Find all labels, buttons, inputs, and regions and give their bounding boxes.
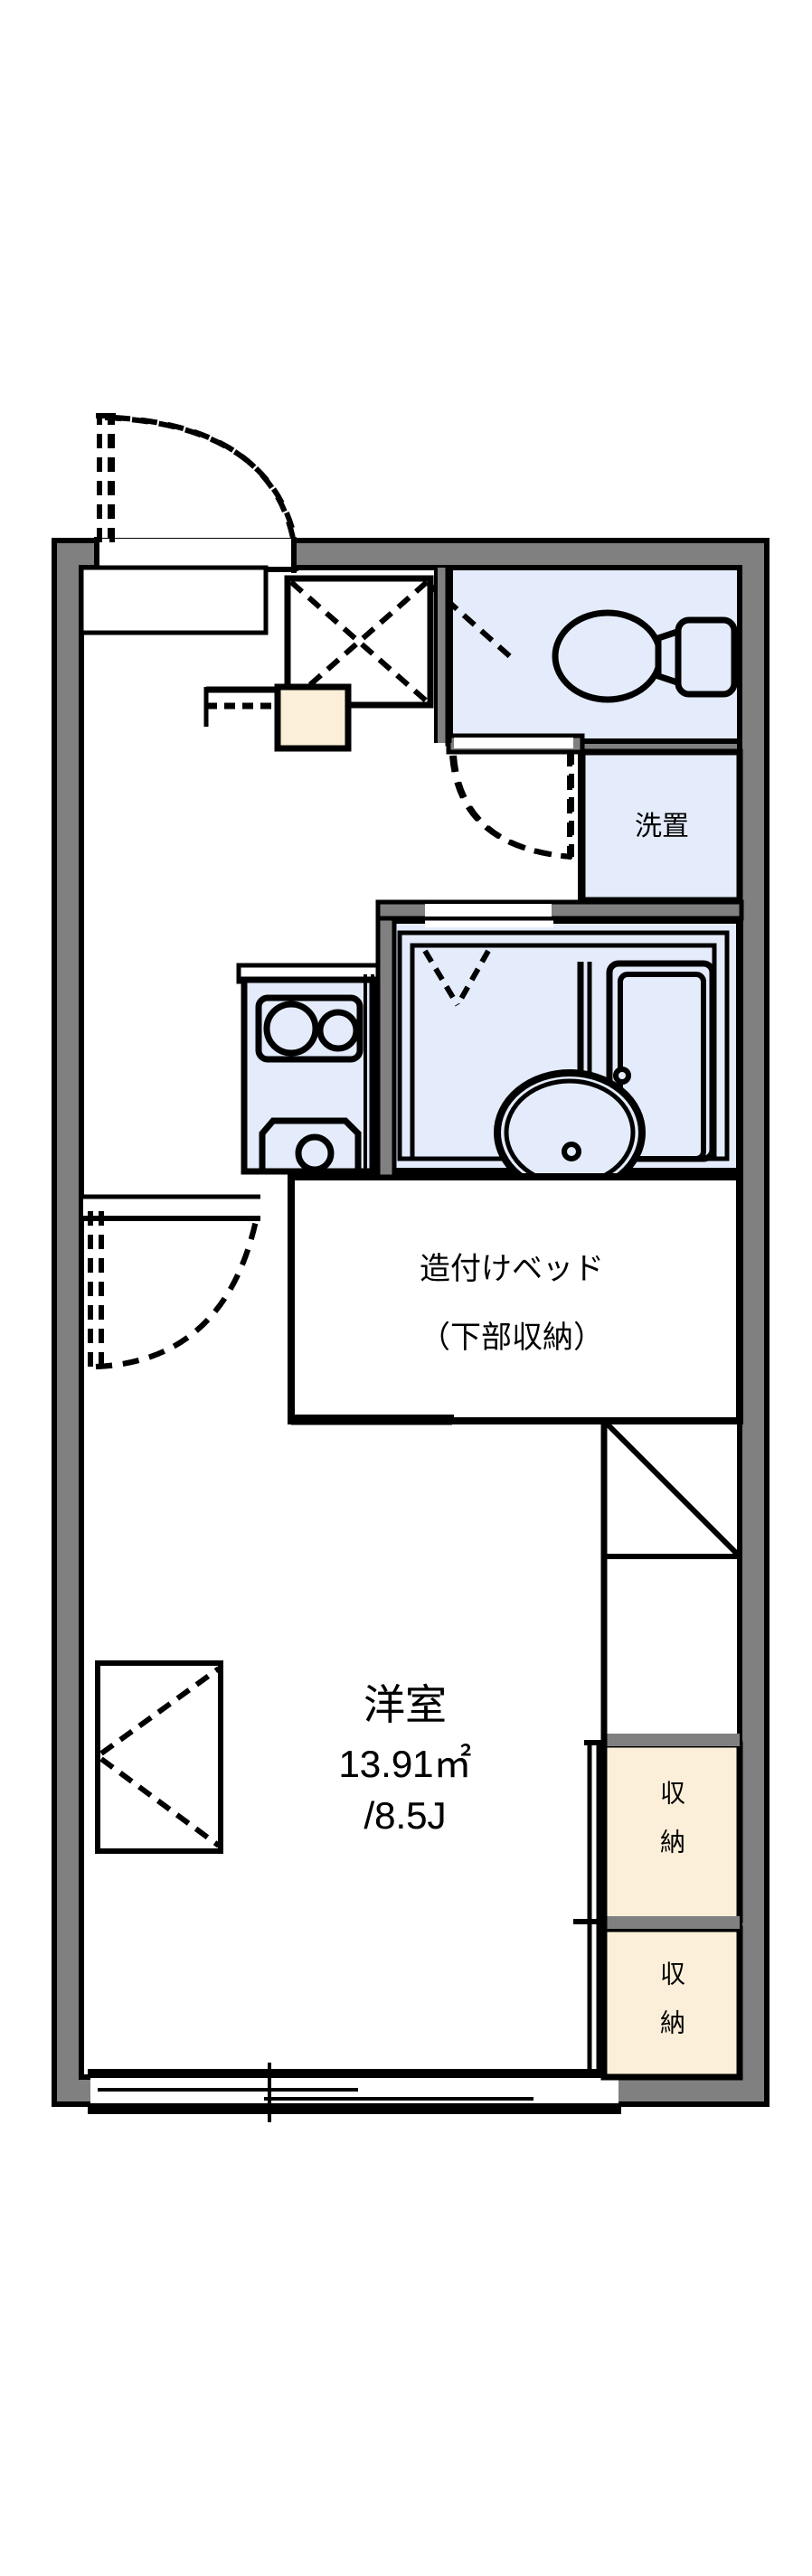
kitchen-sink-drain-top [295,1133,335,1173]
small-cabinet-top [274,683,352,752]
toilet-tank-redraw [675,616,738,698]
toilet-bowl-redraw [552,609,664,703]
closet-upper-band-redraw [604,1734,740,1746]
bath-mirror-1-redraw [422,949,460,1007]
west-window-top [95,1660,223,1854]
bed-label-line2-top: （下部収納） [420,1321,604,1355]
toilet-door-opening-top[interactable] [454,738,573,748]
main-room-name-top: 洋室 [364,1681,447,1728]
bath-left-wall-top [375,899,744,1180]
stove-burner-large-top [263,1001,319,1057]
toilet-door-top [434,568,585,900]
opening-hall-door[interactable] [83,1197,260,1218]
entrance-door-top [96,413,297,543]
main-room-area-metric-top: 13.91㎡ [338,1743,471,1785]
closet-upper-label-1-redraw: 収 [660,1779,685,1807]
main-room-area-metric: 13.91㎡ [338,1743,471,1785]
bed-label-line1-top: 造付けベッド [420,1252,604,1286]
closet-diag1-top [289,579,429,704]
west-window-diag1-top [99,1666,221,1756]
wall-left [54,541,81,2104]
bed-and-walls-top: 造付けベッド （下部収納） [288,1173,743,1424]
closet-diag-ext-top [427,581,514,661]
bath-wall-left-top [375,901,397,1180]
closet-lower-redraw[interactable] [600,1925,743,2081]
main-room-text-top: 洋室 13.91㎡ /8.5J [338,1681,471,1837]
stove-burner-small-top [316,1009,360,1052]
entrance-closet-top [203,575,514,752]
main-room-area-jo: /8.5J [364,1794,446,1837]
main-room-label-group: 洋室 13.91㎡ /8.5J [338,1681,471,1837]
west-window-diag2-top [99,1756,221,1848]
west-window-box-top [95,1660,223,1854]
toilet-door-arc-top [451,755,572,860]
hall-door-arc-redraw [95,1216,260,1369]
laundry-label-redraw: 洗置 [635,812,689,841]
main-room-name: 洋室 [364,1681,447,1728]
bed-area-top [288,1173,743,1424]
upper-shelf-diag-redraw [603,1420,741,1557]
shoe-box-redraw [79,565,269,635]
kitchen-top [236,963,381,1175]
closet-upper-label-2-redraw: 納 [660,1828,685,1856]
main-room-area-jo-top: /8.5J [364,1794,446,1837]
wash-basin-drain-redraw [562,1142,581,1161]
wall-openings: 洗置 収 納 収 納 [79,537,743,2122]
entrance-arc-top [113,415,297,543]
closet-upper-redraw[interactable] [600,1741,743,1923]
closet-diag2-top [289,579,429,704]
wall-right [740,541,767,2104]
closet-lower-label-2-redraw: 納 [660,2008,685,2036]
bath-mirror-2-redraw [455,949,491,1007]
bathtub-drain-redraw [613,1067,631,1085]
wash-basin-inner-redraw [504,1078,636,1187]
closet-lower-band-redraw [604,1916,740,1929]
closet-lower-label-1-redraw: 収 [660,1960,685,1988]
bath-door-gap-top[interactable] [425,904,552,917]
